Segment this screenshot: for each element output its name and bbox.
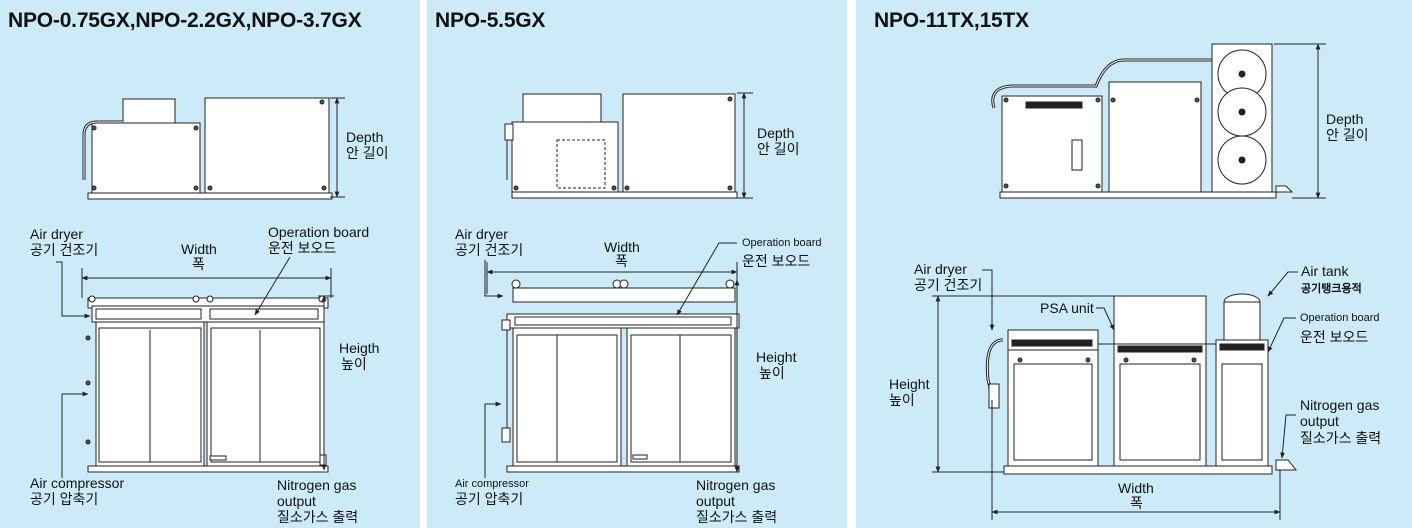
nitrogen-output-label-ko: 질소가스 출력 [696,509,778,525]
operation-board-label: Operation board [742,237,822,249]
front-view [987,294,1296,474]
height-label: Height [889,376,930,392]
width-label-ko: 폭 [1130,495,1143,511]
nitrogen-output-label-1: Nitrogen gas [1300,397,1380,413]
panel-npo-11tx-15tx: NPO-11TX,15TX [856,0,1412,528]
top-view-left-unit [512,122,618,194]
height-label: Height [756,349,797,365]
front-view-psa-unit [1114,344,1206,466]
top-view-right-unit [205,98,329,193]
width-label: Width [604,239,640,255]
air-compressor-label: Air compressor [30,475,125,491]
nitrogen-output-label-2: output [277,493,316,509]
operation-board-label-ko: 운전 보오드 [1300,329,1369,345]
nitrogen-output-label-2: output [696,493,735,509]
top-view-left-unit [92,123,200,193]
drawing-npo-11tx-15tx [856,43,1412,528]
depth-label-ko: 안 길이 [346,145,389,161]
front-view-psa-unit [207,322,324,468]
panel-npo-gx-small: NPO-0.75GX,NPO-2.2GX,NPO-3.7GX [0,0,420,528]
drawing-npo-gx-small [0,97,420,528]
height-label-ko: 높이 [341,356,367,372]
air-tank-label-ko: 공기탱크용적 [1301,283,1362,295]
front-view-tank-unit [1216,340,1268,466]
nitrogen-output-label-2: output [1300,413,1339,429]
height-label-ko: 높이 [889,392,915,408]
drawing-npo-5-5gx [427,92,847,528]
nitrogen-output-label-ko: 질소가스 출력 [1300,430,1382,446]
panel-title: NPO-11TX,15TX [874,9,1029,32]
depth-label-ko: 안 길이 [757,141,800,157]
operation-board-label-ko: 운전 보오드 [742,253,811,269]
air-dryer-label: Air dryer [30,226,83,242]
depth-label: Depth [346,129,384,145]
air-compressor-label-ko: 공기 압축기 [455,491,524,507]
psa-unit-label: PSA unit [1040,300,1094,316]
top-view-right-unit [623,94,735,194]
air-dryer-label: Air dryer [914,261,967,277]
air-dryer-label-ko: 공기 건조기 [455,242,524,258]
nitrogen-output-label-ko: 질소가스 출력 [277,509,359,525]
top-view [84,98,332,199]
nitrogen-output-label-1: Nitrogen gas [696,477,776,493]
depth-label: Depth [1326,111,1364,127]
width-label-ko: 폭 [615,253,628,269]
operation-board-label: Operation board [268,224,370,240]
depth-label-ko: 안 길이 [1326,127,1369,143]
front-view-psa-top [1114,296,1206,344]
panel-title: NPO-0.75GX,NPO-2.2GX,NPO-3.7GX [8,9,362,32]
operation-board-label: Operation board [1300,312,1380,324]
top-view-dryer-box [123,99,175,125]
width-label: Width [1118,480,1154,496]
front-view-compressor-unit [513,328,621,468]
front-view [86,296,328,472]
air-dryer-label-ko: 공기 건조기 [914,277,983,293]
top-view-base [88,193,332,199]
air-tank-label: Air tank [1301,263,1349,279]
air-compressor-label: Air compressor [455,478,529,490]
height-label: Heigth [339,340,380,356]
top-view-psa-unit [1109,82,1201,192]
front-view-dryer-unit [1008,350,1098,466]
panel-npo-5-5gx: NPO-5.5GX [427,0,847,528]
operation-board-label-ko: 운전 보오드 [268,240,337,256]
depth-label: Depth [757,125,795,141]
height-label-ko: 높이 [759,365,785,381]
top-view-dryer-box [523,94,601,124]
nitrogen-output-label-1: Nitrogen gas [277,477,357,493]
top-view [505,94,737,198]
width-label-ko: 폭 [192,256,205,272]
top-view-dryer-unit [1002,96,1102,192]
panel-title: NPO-5.5GX [435,9,546,32]
air-dryer-label-ko: 공기 건조기 [30,242,99,258]
width-label: Width [181,241,217,257]
front-view-psa-unit [627,328,735,468]
front-view-air-tank [1224,302,1260,340]
air-compressor-label-ko: 공기 압축기 [30,491,99,507]
top-view [993,44,1292,198]
front-view [502,280,739,472]
air-dryer-label: Air dryer [455,226,508,242]
